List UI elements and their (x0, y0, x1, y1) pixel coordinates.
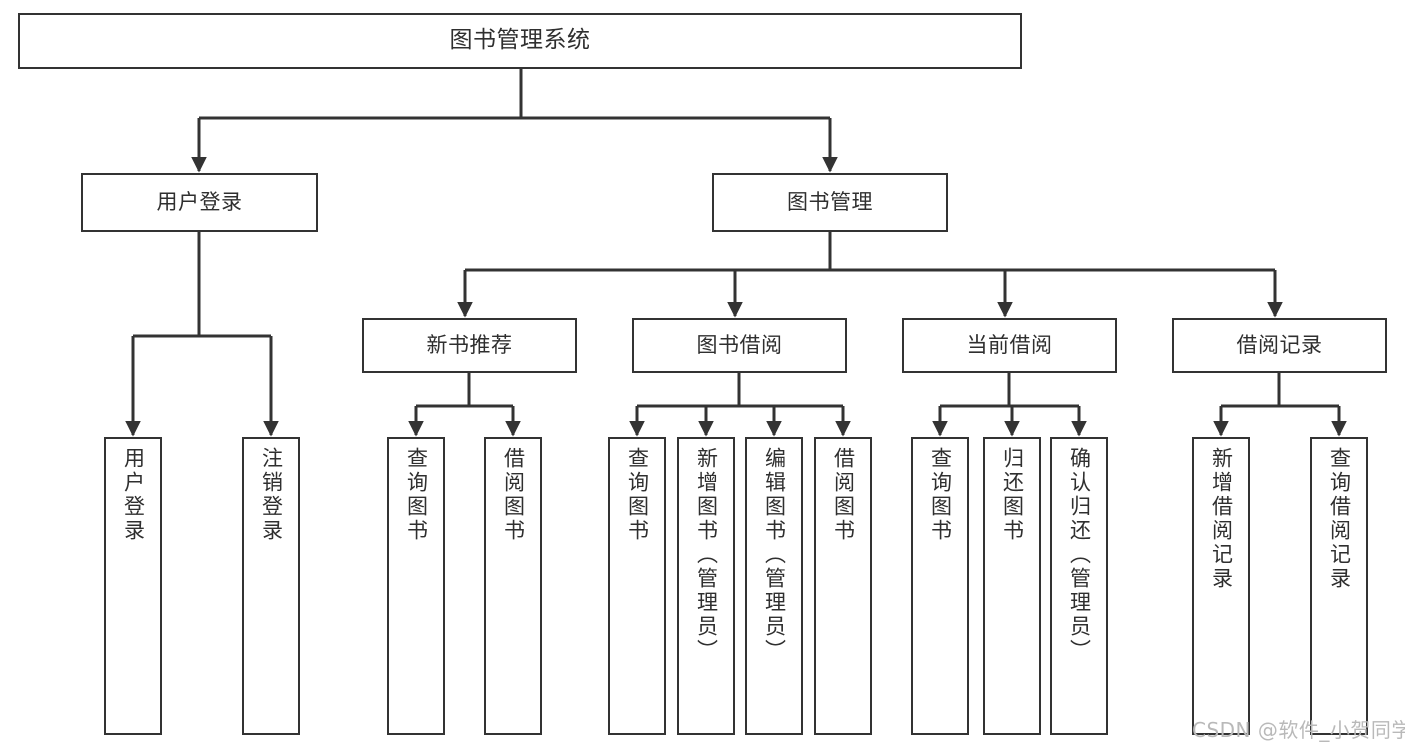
node-l1[interactable]: 用户登录 (104, 437, 162, 735)
node-l5[interactable]: 查询图书 (608, 437, 666, 735)
node-root[interactable]: 图书管理系统 (18, 13, 1022, 69)
node-label-current: 当前借阅 (966, 332, 1053, 357)
node-label-l2: 注销登录 (259, 447, 284, 543)
node-current[interactable]: 当前借阅 (902, 318, 1117, 373)
node-label-l7: 编辑图书（管理员） (762, 447, 787, 663)
node-bookmgmt[interactable]: 图书管理 (712, 173, 948, 232)
node-login[interactable]: 用户登录 (81, 173, 318, 232)
node-l13[interactable]: 查询借阅记录 (1310, 437, 1368, 735)
node-label-newbook: 新书推荐 (426, 332, 513, 357)
node-record[interactable]: 借阅记录 (1172, 318, 1387, 373)
node-label-l4: 借阅图书 (501, 447, 526, 543)
node-l11[interactable]: 确认归还（管理员） (1050, 437, 1108, 735)
node-label-record: 借阅记录 (1236, 332, 1323, 357)
node-label-borrow: 图书借阅 (696, 332, 783, 357)
node-l4[interactable]: 借阅图书 (484, 437, 542, 735)
node-l9[interactable]: 查询图书 (911, 437, 969, 735)
watermark-label: CSDN @软件_小贺同学 (1192, 718, 1405, 742)
node-label-l12: 新增借阅记录 (1209, 447, 1234, 591)
node-l7[interactable]: 编辑图书（管理员） (745, 437, 803, 735)
node-l3[interactable]: 查询图书 (387, 437, 445, 735)
node-l2[interactable]: 注销登录 (242, 437, 300, 735)
node-label-l10: 归还图书 (1000, 447, 1025, 543)
node-label-l5: 查询图书 (625, 447, 650, 543)
node-label-bookmgmt: 图书管理 (787, 189, 873, 214)
node-label-login: 用户登录 (156, 189, 243, 214)
node-l6[interactable]: 新增图书（管理员） (677, 437, 735, 735)
node-label-root: 图书管理系统 (449, 27, 591, 54)
node-label-l11: 确认归还（管理员） (1067, 447, 1092, 663)
node-l10[interactable]: 归还图书 (983, 437, 1041, 735)
node-l8[interactable]: 借阅图书 (814, 437, 872, 735)
node-label-l6: 新增图书（管理员） (694, 447, 719, 663)
node-label-l1: 用户登录 (121, 447, 146, 543)
node-label-l8: 借阅图书 (831, 447, 856, 543)
node-l12[interactable]: 新增借阅记录 (1192, 437, 1250, 735)
node-borrow[interactable]: 图书借阅 (632, 318, 847, 373)
node-label-l13: 查询借阅记录 (1327, 447, 1352, 591)
node-newbook[interactable]: 新书推荐 (362, 318, 577, 373)
node-label-l9: 查询图书 (928, 447, 953, 543)
node-label-l3: 查询图书 (404, 447, 429, 543)
